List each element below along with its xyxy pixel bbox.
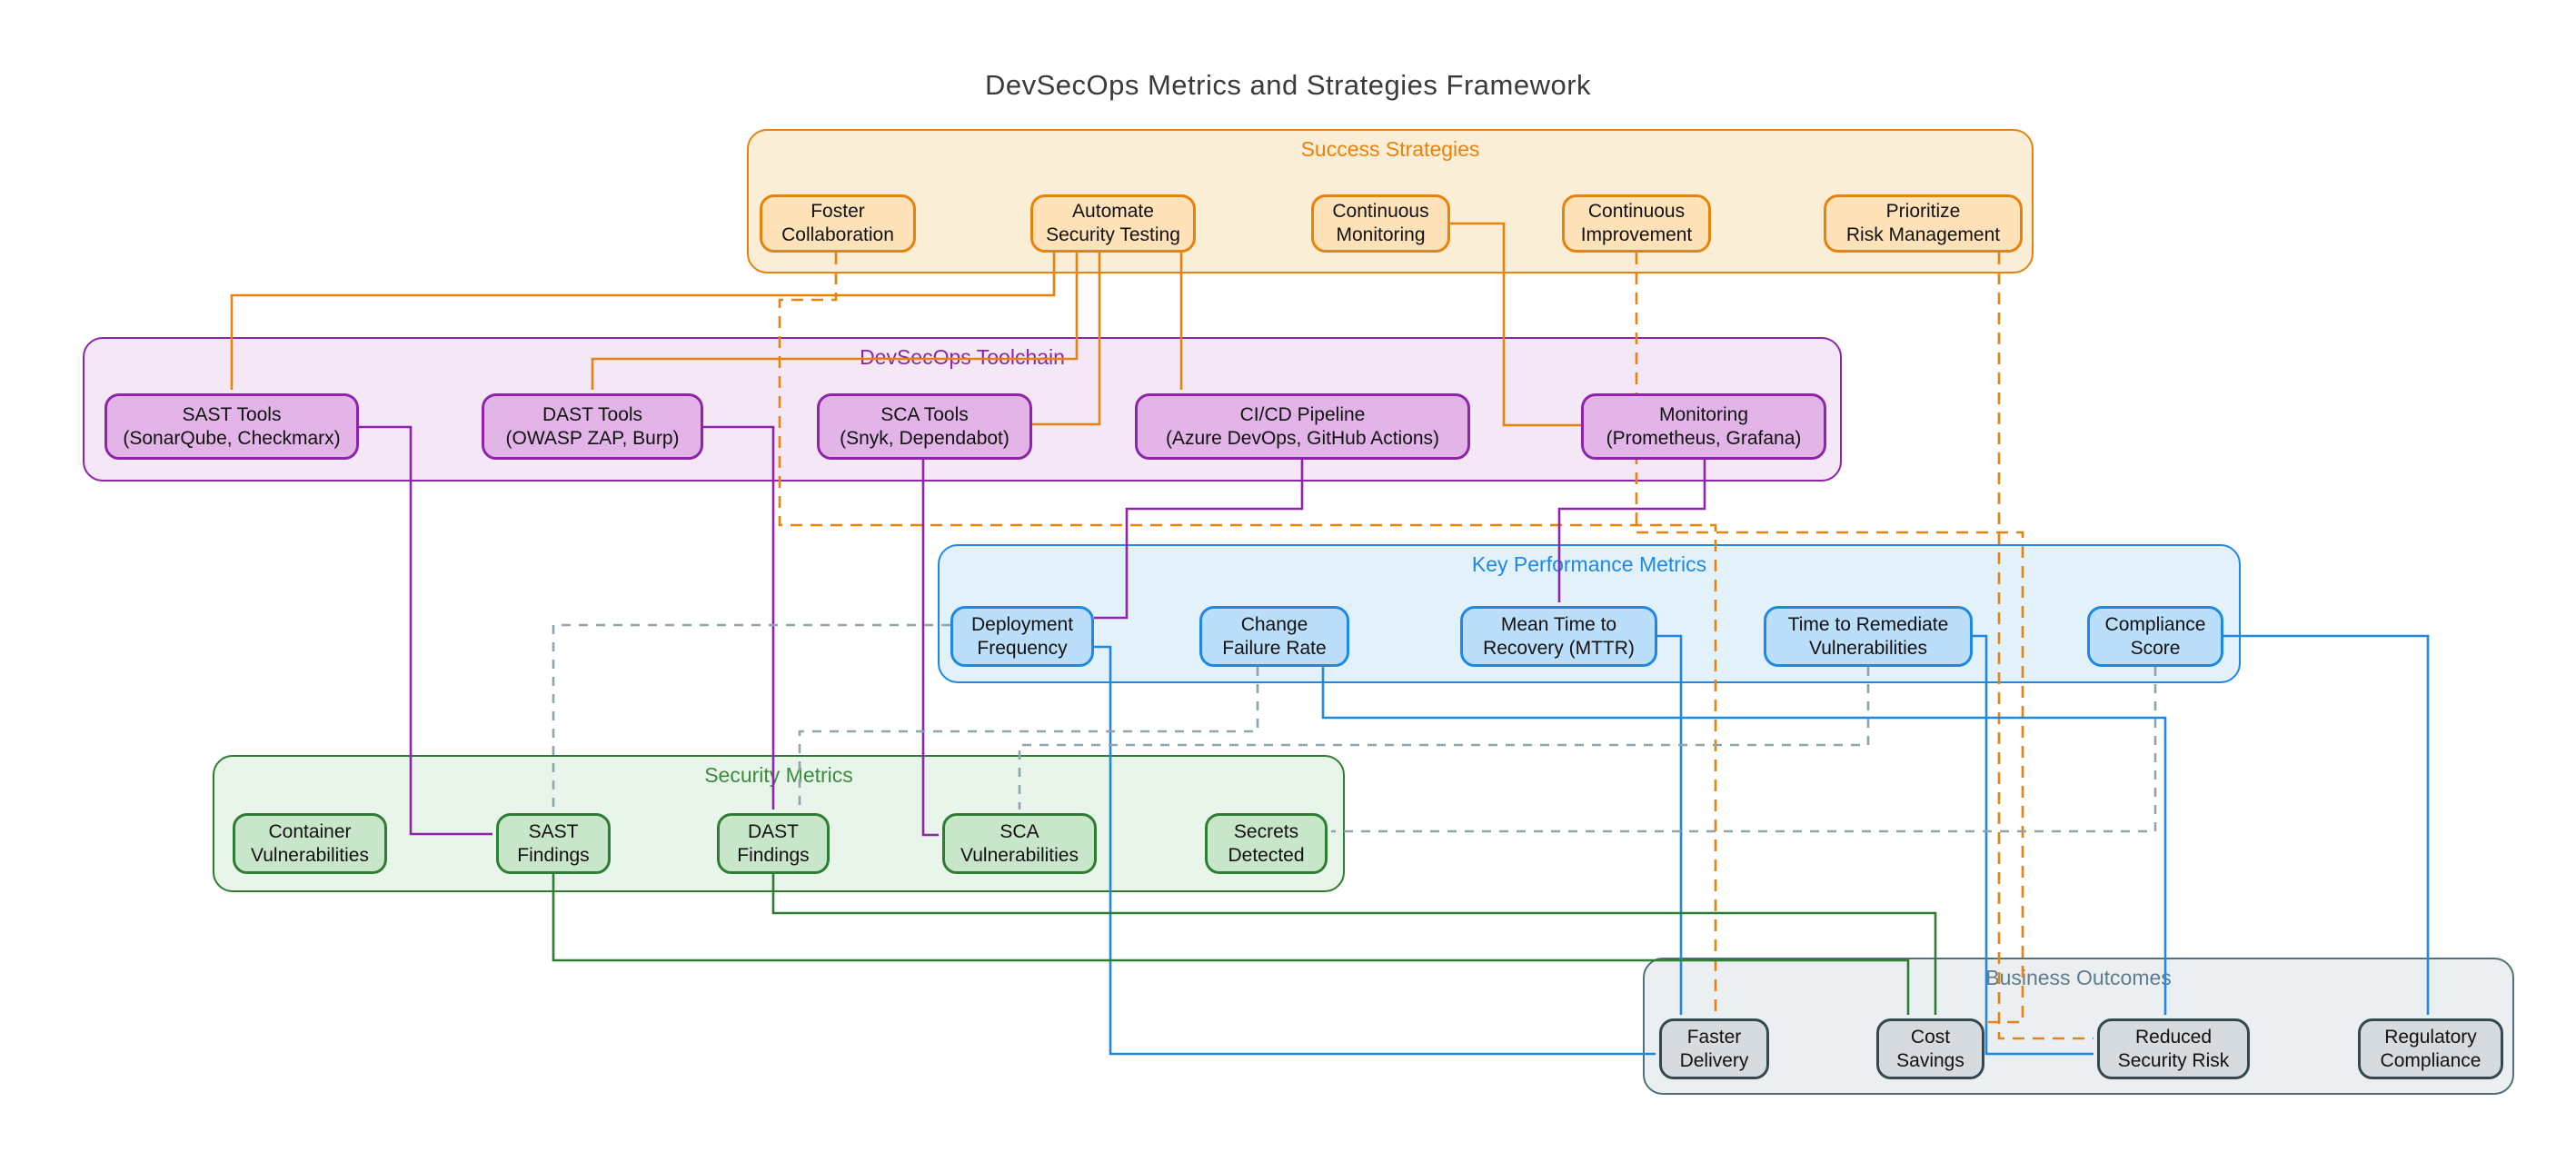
edge-foster-to-faster-delivery [778, 253, 1717, 1015]
node-continuous-monitoring: Continuous Monitoring [1311, 194, 1450, 253]
node-deployment-frequency: Deployment Frequency [950, 606, 1094, 667]
node-dast-findings: DAST Findings [717, 813, 830, 874]
node-container-vulnerabilities: Container Vulnerabilities [233, 813, 387, 874]
edge-cicd-to-deployment-frequency [1094, 460, 1304, 620]
cluster-devsecops-toolchain-label: DevSecOps Toolchain [860, 345, 1065, 369]
node-monitoring: Monitoring (Prometheus, Grafana) [1581, 393, 1826, 460]
node-reduced-security-risk: Reduced Security Risk [2097, 1018, 2250, 1079]
node-cicd-pipeline: CI/CD Pipeline (Azure DevOps, GitHub Act… [1135, 393, 1470, 460]
node-sast-findings: SAST Findings [496, 813, 611, 874]
edge-dast-tools-to-dast-findings [703, 425, 775, 809]
edge-prm-to-reduced-security-risk [1997, 253, 2094, 1040]
cluster-success-strategies-label: Success Strategies [1300, 137, 1480, 161]
edge-dast-findings-to-cost-savings [771, 874, 1937, 1015]
edge-time-to-remediate-to-sca-vulnerabilities [1018, 667, 1870, 809]
cluster-key-performance-metrics-label: Key Performance Metrics [1471, 552, 1707, 576]
node-change-failure-rate: Change Failure Rate [1199, 606, 1349, 667]
cluster-security-metrics-label: Security Metrics [704, 763, 853, 787]
edge-compliance-score-to-secrets-detected [1331, 667, 2157, 833]
edge-change-failure-rate-to-reduced-security-risk [1321, 667, 2167, 1015]
node-prioritize-risk-management: Prioritize Risk Management [1824, 194, 2023, 253]
node-time-to-remediate-vulnerabilities: Time to Remediate Vulnerabilities [1764, 606, 1973, 667]
node-mttr: Mean Time to Recovery (MTTR) [1460, 606, 1657, 667]
edge-sca-tools-to-sca-vulnerabilities [921, 460, 939, 837]
node-dast-tools: DAST Tools (OWASP ZAP, Burp) [482, 393, 703, 460]
cluster-business-outcomes-label: Business Outcomes [1985, 966, 2172, 989]
edge-deployment-frequency-to-sast-findings [552, 623, 950, 809]
edge-automate-to-sca-tools [1032, 253, 1101, 426]
node-secrets-detected: Secrets Detected [1205, 813, 1328, 874]
edge-automate-to-dast-tools [591, 253, 1079, 390]
diagram-title: DevSecOps Metrics and Strategies Framewo… [984, 69, 1592, 101]
edge-automate-to-sast-tools [230, 253, 1056, 390]
node-regulatory-compliance: Regulatory Compliance [2358, 1018, 2503, 1079]
edge-change-failure-rate-to-dast-findings [798, 667, 1259, 809]
node-sast-tools: SAST Tools (SonarQube, Checkmarx) [104, 393, 359, 460]
edge-time-to-remediate-to-reduced-security-risk [1973, 634, 2094, 1056]
edge-sast-findings-to-cost-savings [552, 874, 1910, 1015]
node-faster-delivery: Faster Delivery [1659, 1018, 1769, 1079]
node-automate-security-testing: Automate Security Testing [1030, 194, 1196, 253]
edge-contmon-to-monitoring [1450, 222, 1581, 427]
node-compliance-score: Compliance Score [2087, 606, 2223, 667]
node-continuous-improvement: Continuous Improvement [1562, 194, 1711, 253]
node-cost-savings: Cost Savings [1876, 1018, 1984, 1079]
node-foster-collaboration: Foster Collaboration [760, 194, 916, 253]
edge-monitoring-to-mttr [1557, 460, 1706, 602]
edge-compliance-score-to-regulatory-compliance [2223, 634, 2430, 1015]
edge-deployment-frequency-to-faster-delivery [1090, 645, 1656, 1056]
edge-mttr-to-faster-delivery [1657, 634, 1683, 1015]
edge-sast-tools-to-sast-findings [359, 425, 492, 836]
node-sca-tools: SCA Tools (Snyk, Dependabot) [817, 393, 1032, 460]
node-sca-vulnerabilities: SCA Vulnerabilities [942, 813, 1097, 874]
